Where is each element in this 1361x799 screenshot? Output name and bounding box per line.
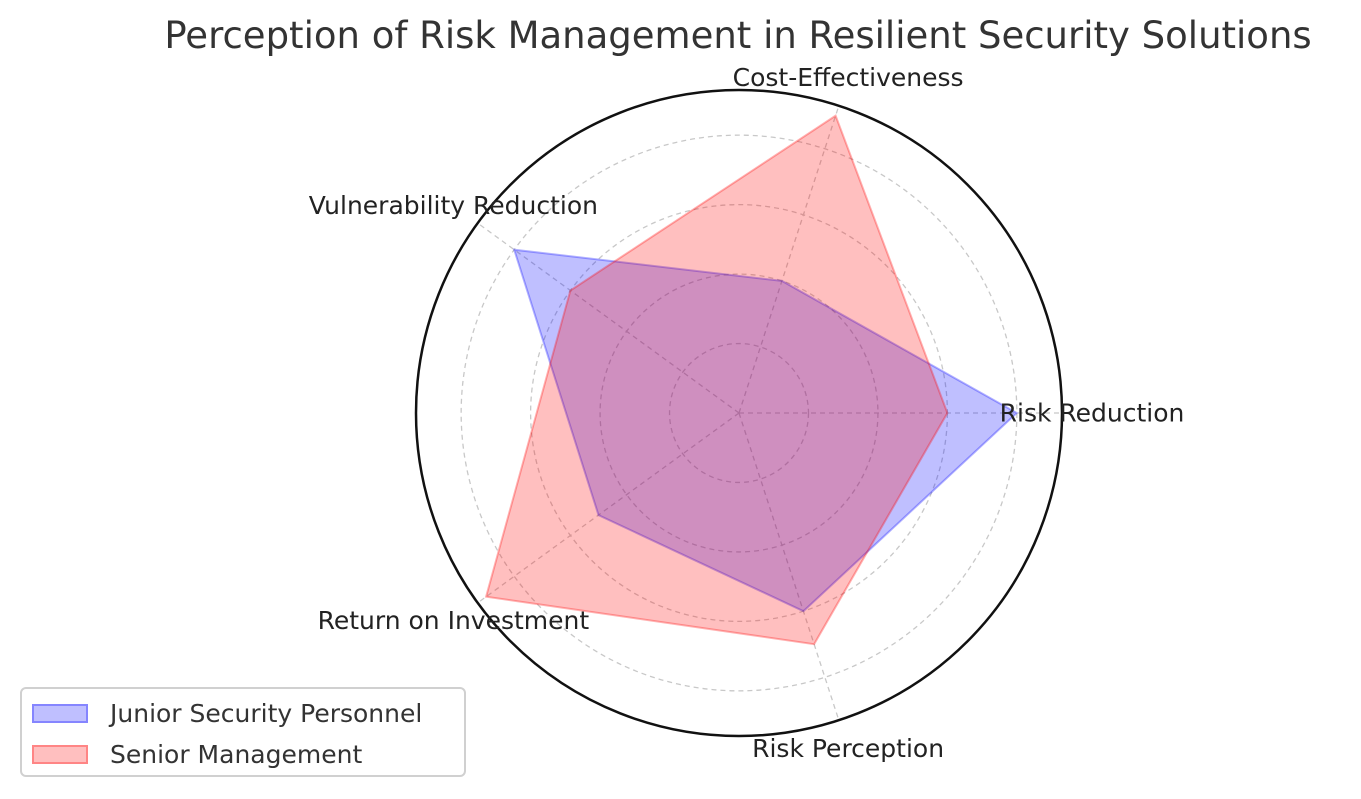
grid-ring [460, 134, 1018, 692]
radar-series [484, 114, 1019, 646]
axis-label-risk-perception: Risk Perception [752, 734, 944, 763]
axis-label-vulnerability-reduction: Vulnerability Reduction [309, 191, 598, 220]
legend-label-senior: Senior Management [110, 739, 363, 769]
radar-grid [460, 105, 1062, 721]
radar-outer-frame [414, 88, 1064, 738]
legend-swatch-junior [32, 703, 88, 723]
chart-title: Perception of Risk Management in Resilie… [164, 14, 1312, 57]
series-fill-junior [514, 249, 1017, 612]
grid-ring [668, 342, 810, 484]
radar-axis-labels: Risk Reduction Cost-EffectivenessVulnerab… [309, 63, 1185, 763]
axis-label-risk-reduction: Risk Reduction [1000, 399, 1185, 428]
legend-item-junior: Junior Security Personnel [32, 698, 422, 728]
legend-swatch-senior [32, 744, 88, 764]
series-outline-junior [512, 248, 1019, 613]
legend-label-junior: Junior Security Personnel [110, 698, 423, 728]
series-fill-senior [486, 115, 948, 645]
axis-label-cost-effectiveness: Cost-Effectiveness [733, 63, 964, 92]
series-outline-senior [484, 114, 949, 646]
legend: Junior Security Personnel Senior Managem… [20, 687, 466, 777]
legend-item-senior: Senior Management [32, 739, 362, 769]
axis-label-return-on-investment: Return on Investment [318, 606, 590, 635]
